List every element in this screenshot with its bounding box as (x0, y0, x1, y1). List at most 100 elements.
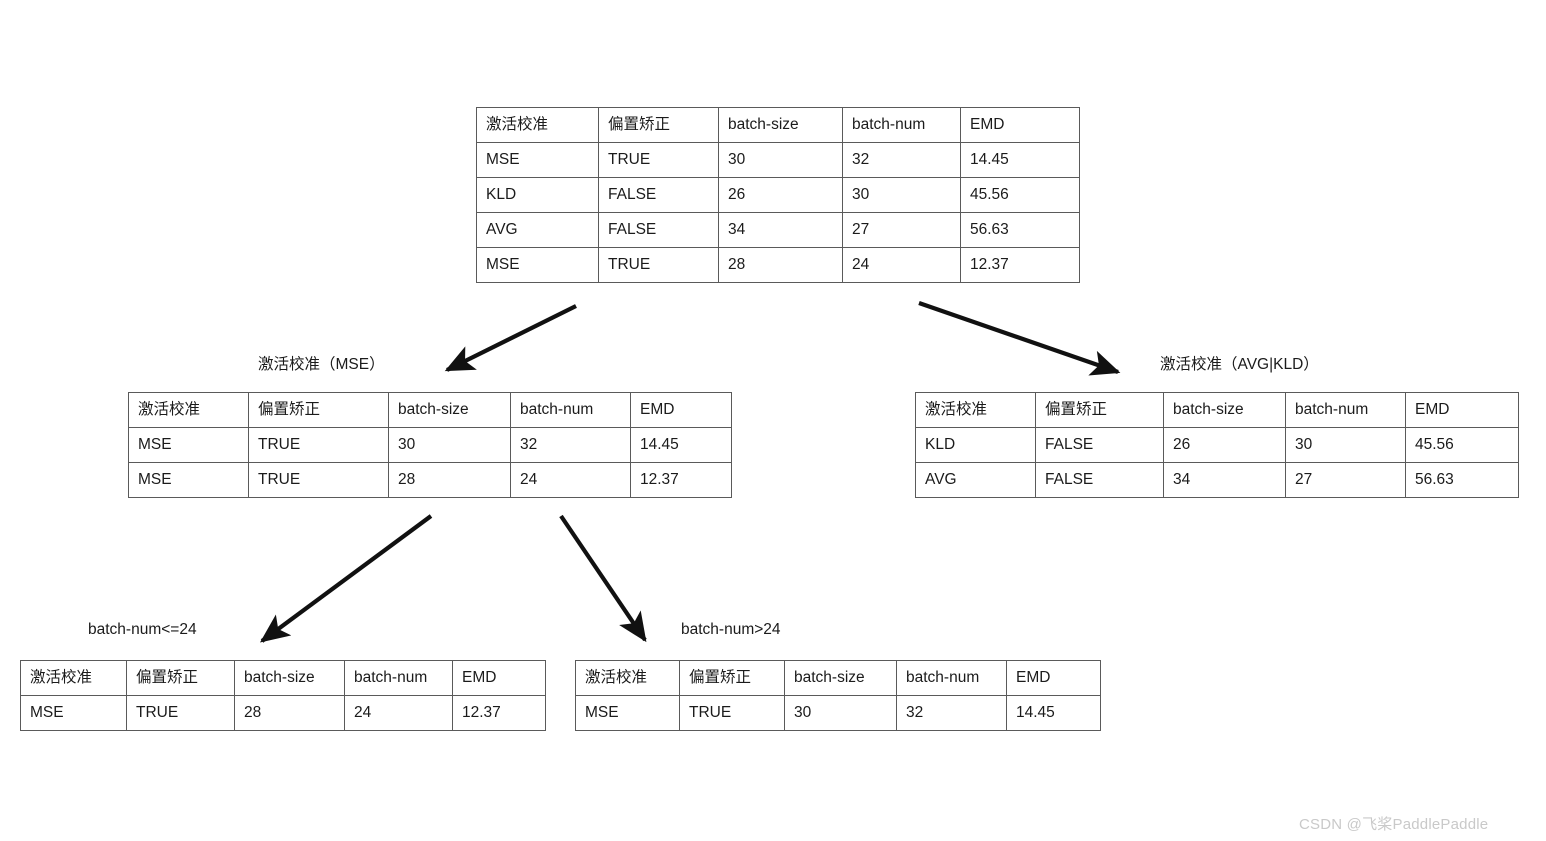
cell-batch-size: 28 (234, 695, 345, 731)
column-header-emd: EMD (1405, 392, 1519, 428)
cell-bias: TRUE (248, 462, 389, 498)
table-row: KLD FALSE 26 30 45.56 (476, 177, 1080, 213)
cell-bias: FALSE (1035, 462, 1164, 498)
cell-bias: TRUE (598, 247, 719, 283)
column-header-bias: 偏置矫正 (1035, 392, 1164, 428)
cell-batch-num: 32 (842, 142, 961, 178)
table-header-row: 激活校准 偏置矫正 batch-size batch-num EMD (128, 392, 732, 428)
cell-activation: KLD (476, 177, 599, 213)
node-leaf-left: 激活校准 偏置矫正 batch-size batch-num EMD MSE T… (20, 660, 546, 731)
cell-activation: KLD (915, 427, 1036, 463)
column-header-activation: 激活校准 (915, 392, 1036, 428)
column-header-batch-num: batch-num (842, 107, 961, 143)
column-header-activation: 激活校准 (575, 660, 680, 696)
table-row: MSE TRUE 28 24 12.37 (476, 247, 1080, 283)
table-row: MSE TRUE 30 32 14.45 (575, 695, 1101, 731)
column-header-emd: EMD (1006, 660, 1101, 696)
cell-batch-size: 34 (1163, 462, 1286, 498)
cell-emd: 12.37 (630, 462, 732, 498)
cell-bias: FALSE (598, 212, 719, 248)
cell-emd: 45.56 (960, 177, 1080, 213)
cell-emd: 56.63 (960, 212, 1080, 248)
cell-batch-num: 30 (842, 177, 961, 213)
column-header-batch-size: batch-size (1163, 392, 1286, 428)
table-row: MSE TRUE 30 32 14.45 (128, 427, 732, 463)
table-row: AVG FALSE 34 27 56.63 (915, 462, 1519, 498)
column-header-batch-num: batch-num (510, 392, 631, 428)
column-header-batch-num: batch-num (344, 660, 453, 696)
cell-activation: MSE (20, 695, 127, 731)
cell-bias: TRUE (248, 427, 389, 463)
column-header-activation: 激活校准 (128, 392, 249, 428)
arrow-root-to-left (444, 304, 577, 372)
table-header-row: 激活校准 偏置矫正 batch-size batch-num EMD (20, 660, 546, 696)
branch-label-leaf-right: batch-num>24 (681, 621, 781, 638)
cell-activation: MSE (476, 247, 599, 283)
branch-label-left: 激活校准（MSE） (258, 356, 385, 373)
table-row: MSE TRUE 28 24 12.37 (20, 695, 546, 731)
arrow-root-to-right (918, 301, 1121, 376)
cell-emd: 12.37 (452, 695, 546, 731)
leaf-left-table: 激活校准 偏置矫正 batch-size batch-num EMD MSE T… (20, 660, 546, 731)
column-header-activation: 激活校准 (476, 107, 599, 143)
branch-label-leaf-left: batch-num<=24 (88, 621, 197, 638)
cell-batch-num: 24 (510, 462, 631, 498)
cell-emd: 12.37 (960, 247, 1080, 283)
column-header-batch-num: batch-num (1285, 392, 1406, 428)
table-row: KLD FALSE 26 30 45.56 (915, 427, 1519, 463)
cell-batch-num: 27 (842, 212, 961, 248)
column-header-emd: EMD (630, 392, 732, 428)
column-header-batch-size: batch-size (718, 107, 843, 143)
cell-batch-num: 24 (842, 247, 961, 283)
column-header-batch-size: batch-size (234, 660, 345, 696)
cell-bias: TRUE (126, 695, 235, 731)
cell-batch-size: 34 (718, 212, 843, 248)
branch-label-right: 激活校准（AVG|KLD） (1160, 356, 1319, 373)
leaf-right-table: 激活校准 偏置矫正 batch-size batch-num EMD MSE T… (575, 660, 1101, 731)
cell-batch-size: 28 (718, 247, 843, 283)
cell-emd: 14.45 (960, 142, 1080, 178)
column-header-bias: 偏置矫正 (679, 660, 785, 696)
cell-emd: 56.63 (1405, 462, 1519, 498)
column-header-bias: 偏置矫正 (598, 107, 719, 143)
left-branch-table: 激活校准 偏置矫正 batch-size batch-num EMD MSE T… (128, 392, 732, 498)
cell-activation: AVG (476, 212, 599, 248)
cell-activation: MSE (128, 462, 249, 498)
cell-batch-size: 30 (784, 695, 897, 731)
node-left: 激活校准 偏置矫正 batch-size batch-num EMD MSE T… (128, 392, 732, 498)
cell-activation: MSE (575, 695, 680, 731)
cell-bias: TRUE (598, 142, 719, 178)
cell-batch-size: 26 (1163, 427, 1286, 463)
cell-batch-size: 26 (718, 177, 843, 213)
column-header-bias: 偏置矫正 (248, 392, 389, 428)
column-header-emd: EMD (452, 660, 546, 696)
cell-activation: MSE (476, 142, 599, 178)
cell-batch-num: 32 (510, 427, 631, 463)
column-header-batch-num: batch-num (896, 660, 1007, 696)
table-row: MSE TRUE 28 24 12.37 (128, 462, 732, 498)
right-branch-table: 激活校准 偏置矫正 batch-size batch-num EMD KLD F… (915, 392, 1519, 498)
arrow-left-to-leaf-left (259, 514, 433, 643)
cell-emd: 45.56 (1405, 427, 1519, 463)
cell-activation: AVG (915, 462, 1036, 498)
node-leaf-right: 激活校准 偏置矫正 batch-size batch-num EMD MSE T… (575, 660, 1101, 731)
watermark: CSDN @飞桨PaddlePaddle (1299, 816, 1489, 833)
table-header-row: 激活校准 偏置矫正 batch-size batch-num EMD (476, 107, 1080, 143)
cell-batch-num: 32 (896, 695, 1007, 731)
node-right: 激活校准 偏置矫正 batch-size batch-num EMD KLD F… (915, 392, 1519, 498)
arrow-left-to-leaf-right (559, 514, 647, 643)
column-header-activation: 激活校准 (20, 660, 127, 696)
table-header-row: 激活校准 偏置矫正 batch-size batch-num EMD (575, 660, 1101, 696)
cell-batch-num: 27 (1285, 462, 1406, 498)
cell-activation: MSE (128, 427, 249, 463)
cell-batch-size: 30 (388, 427, 511, 463)
table-row: MSE TRUE 30 32 14.45 (476, 142, 1080, 178)
cell-emd: 14.45 (630, 427, 732, 463)
cell-bias: FALSE (598, 177, 719, 213)
node-root: 激活校准 偏置矫正 batch-size batch-num EMD MSE T… (476, 107, 1080, 283)
cell-bias: FALSE (1035, 427, 1164, 463)
column-header-bias: 偏置矫正 (126, 660, 235, 696)
cell-emd: 14.45 (1006, 695, 1101, 731)
root-table: 激活校准 偏置矫正 batch-size batch-num EMD MSE T… (476, 107, 1080, 283)
